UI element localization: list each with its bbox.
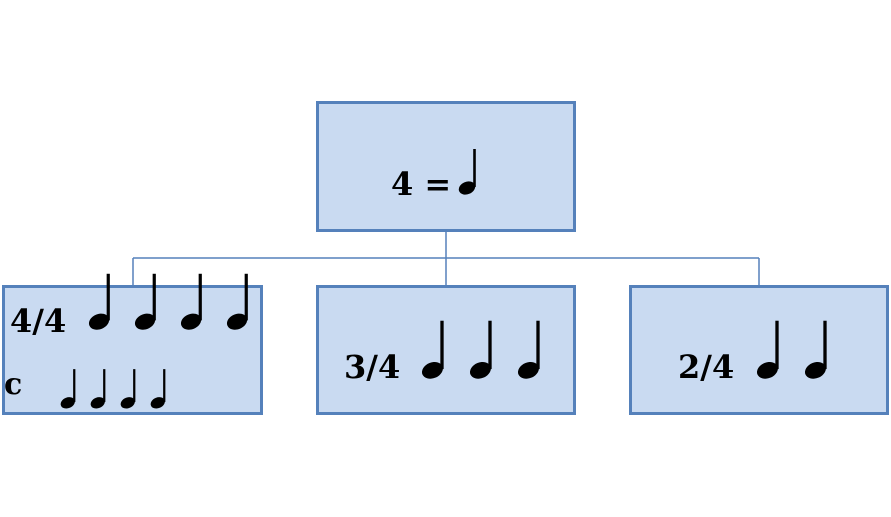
quarter-note-icon xyxy=(88,273,110,330)
root-label: 4 = xyxy=(391,165,452,203)
node-4-4-common-time-label: c xyxy=(4,367,23,402)
node-4-4-label: 4/4 xyxy=(10,302,67,340)
node-3-4-notes xyxy=(421,319,545,381)
quarter-note-icon xyxy=(804,320,827,379)
quarter-note-icon xyxy=(469,320,492,379)
node-4-4-alt-notes xyxy=(60,368,169,410)
quarter-note-icon xyxy=(517,320,540,379)
node-2-4 xyxy=(629,285,889,415)
quarter-note-icon xyxy=(150,369,166,409)
quarter-note-icon xyxy=(120,369,136,409)
quarter-note-icon xyxy=(180,273,202,330)
node-3-4 xyxy=(316,285,576,415)
quarter-note-icon xyxy=(134,273,156,330)
quarter-note-icon xyxy=(90,369,106,409)
quarter-note-icon xyxy=(421,320,444,379)
node-2-4-label: 2/4 xyxy=(678,348,735,386)
quarter-note-icon xyxy=(60,369,76,409)
quarter-note-icon xyxy=(458,149,476,195)
node-4-4-notes xyxy=(88,272,253,332)
node-3-4-label: 3/4 xyxy=(344,348,401,386)
root-notes xyxy=(458,148,480,196)
node-root xyxy=(316,101,576,232)
quarter-note-icon xyxy=(226,273,248,330)
quarter-note-icon xyxy=(756,320,779,379)
node-4-4 xyxy=(2,285,263,415)
node-2-4-notes xyxy=(756,319,832,381)
